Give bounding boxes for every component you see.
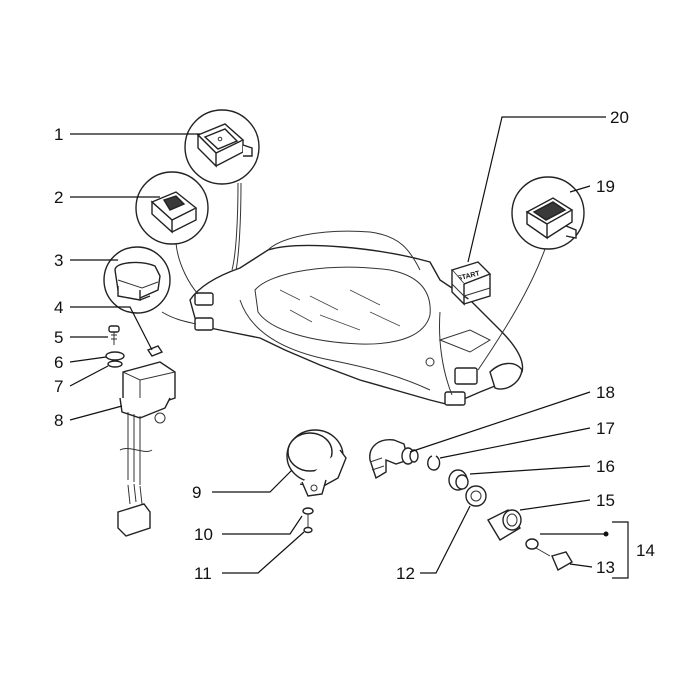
callout-13: 13	[596, 558, 615, 577]
callout-12: 12	[396, 564, 415, 583]
callout-7: 7	[54, 377, 63, 396]
callout-3: 3	[54, 251, 63, 270]
pin-13	[525, 538, 573, 571]
callout-2: 2	[54, 188, 63, 207]
relay-assembly	[105, 325, 176, 537]
leader-lines	[69, 116, 629, 579]
washer-12	[465, 485, 487, 507]
switch-1	[184, 109, 260, 185]
circlip-17	[427, 455, 441, 471]
callout-9: 9	[192, 483, 201, 502]
callout-labels: 1 2 3 4 5 6 7 8 9 10 11 12 13 14 15 16 1…	[54, 108, 655, 583]
handlebar-cover	[189, 230, 524, 406]
callout-10: 10	[194, 525, 213, 544]
callout-8: 8	[54, 411, 63, 430]
callout-15: 15	[596, 491, 615, 510]
callout-6: 6	[54, 353, 63, 372]
switch-19	[511, 176, 585, 250]
sleeve-15	[487, 509, 522, 541]
callout-19: 19	[596, 177, 615, 196]
callout-11: 11	[194, 564, 212, 583]
callout-18: 18	[596, 383, 615, 402]
callout-17: 17	[596, 419, 615, 438]
wiring	[161, 182, 546, 396]
callout-5: 5	[54, 328, 63, 347]
cable-fitting-18	[369, 439, 419, 480]
bushing-16	[448, 469, 469, 491]
callout-16: 16	[596, 457, 615, 476]
switch-2	[135, 171, 209, 245]
callout-20: 20	[610, 108, 629, 127]
screw-10-11	[302, 507, 314, 534]
callout-14: 14	[636, 541, 655, 560]
start-button: START	[450, 261, 492, 306]
speedometer-housing	[286, 429, 347, 497]
callout-1: 1	[54, 125, 63, 144]
switch-3	[103, 246, 171, 314]
callout-4: 4	[54, 298, 63, 317]
